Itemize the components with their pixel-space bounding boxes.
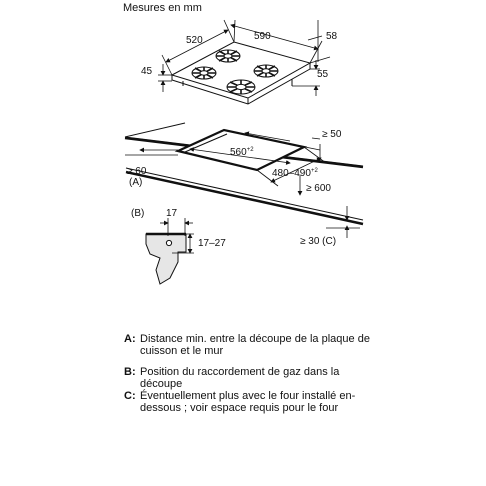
- dim-wall-50: ≥ 50: [322, 129, 342, 140]
- dim-detail-17: 17: [166, 208, 178, 219]
- dim-right-55: 55: [317, 69, 329, 80]
- units-title: Mesures en mm: [123, 2, 202, 14]
- dim-cutout-depth: 480–490+2: [272, 168, 318, 179]
- worktop-dimension-lines: [125, 131, 327, 196]
- hob-dimension-lines: [158, 19, 331, 96]
- legend-text: Distance min. entre la découpe de la pla…: [140, 333, 370, 357]
- dim-front-600: ≥ 600: [306, 183, 331, 194]
- hob-drawing: [170, 41, 312, 105]
- burner-icon: [191, 66, 217, 80]
- legend-key: C:: [124, 390, 136, 402]
- dim-cutout-width: 560+2: [230, 147, 254, 158]
- legend-key: A:: [124, 333, 136, 345]
- clearance-below-lines: [326, 206, 360, 238]
- label-b: (B): [131, 208, 144, 219]
- dim-cutout-width-value: 560: [230, 147, 247, 158]
- dim-below-30: ≥ 30 (C): [300, 236, 336, 247]
- dim-hob-width: 590: [254, 31, 271, 42]
- dim-left-45: 45: [141, 66, 153, 77]
- gas-connection-detail: [145, 218, 194, 285]
- dim-wall-60: ≥ 60: [127, 166, 147, 177]
- burner-icon: [253, 64, 279, 78]
- legend-key: B:: [124, 366, 136, 378]
- burner-icon: [226, 79, 256, 95]
- dim-cutout-width-tol: +2: [247, 147, 255, 153]
- dim-cutout-depth-tol: +2: [311, 168, 319, 174]
- label-a: (A): [129, 177, 142, 188]
- dim-hob-depth: 520: [186, 35, 203, 46]
- legend-text: Position du raccordement de gaz dans la …: [140, 366, 340, 390]
- dim-cutout-depth-value: 480–490: [272, 168, 311, 179]
- dim-right-58: 58: [326, 31, 338, 42]
- burner-icon: [215, 49, 241, 63]
- legend-text: Éventuellement plus avec le four install…: [140, 390, 356, 414]
- dim-detail-17-27: 17–27: [198, 238, 226, 249]
